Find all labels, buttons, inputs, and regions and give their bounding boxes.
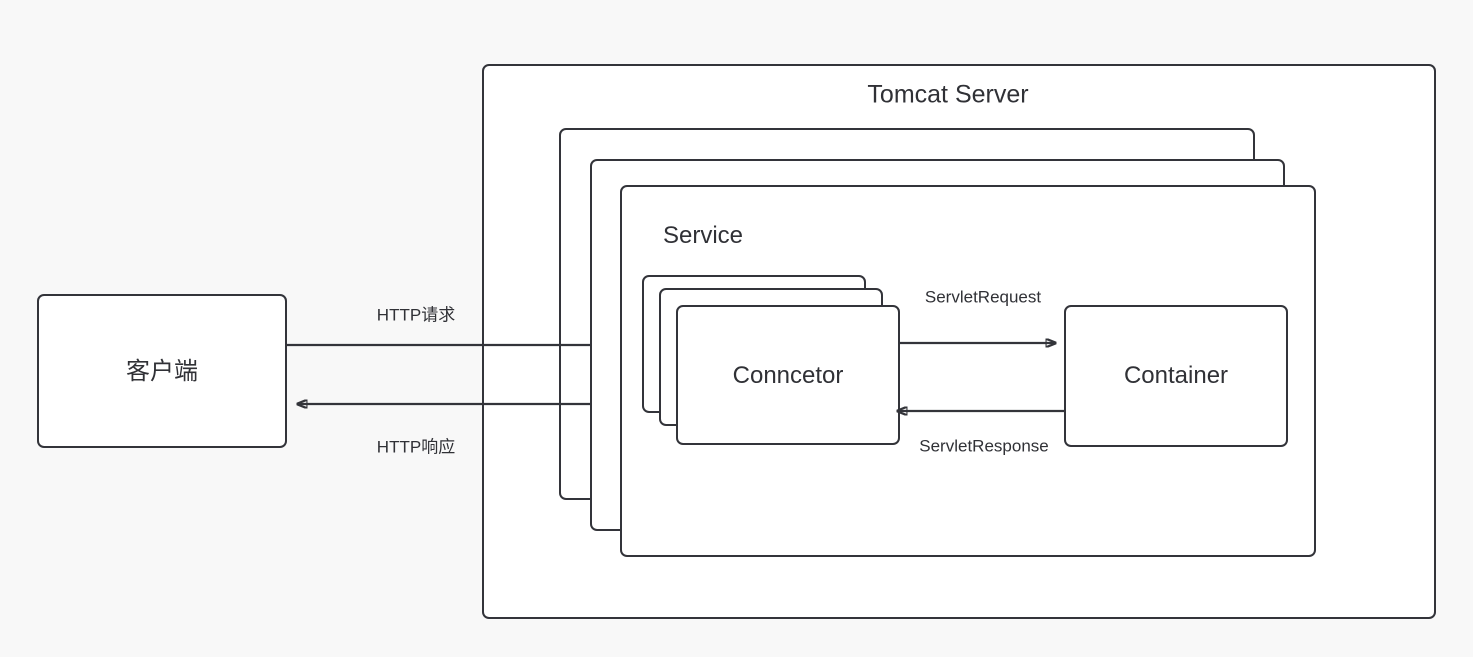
http-request-label: HTTP请求 bbox=[376, 305, 456, 325]
container-label: Container bbox=[1123, 362, 1229, 389]
client-label: 客户端 bbox=[126, 358, 198, 385]
tomcat-server-label: Tomcat Server bbox=[867, 80, 1029, 109]
connector-label: Conncetor bbox=[732, 362, 844, 389]
connector-box-front[interactable] bbox=[676, 305, 900, 445]
servlet-response-label: ServletResponse bbox=[919, 436, 1049, 456]
servlet-request-label: ServletRequest bbox=[924, 287, 1042, 307]
http-response-label: HTTP响应 bbox=[376, 437, 456, 457]
container-box[interactable] bbox=[1064, 305, 1288, 447]
client-box[interactable] bbox=[37, 294, 287, 448]
service-label: Service bbox=[663, 222, 744, 249]
